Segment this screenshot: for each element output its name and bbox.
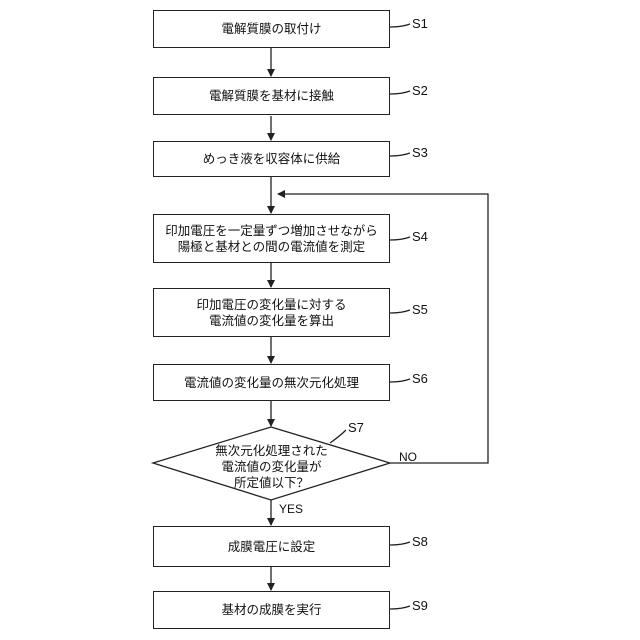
step-text-s8: 成膜電圧に設定 <box>228 539 316 555</box>
decision-text-s7: 無次元化処理された 電流値の変化量が 所定値以下？ <box>180 443 363 491</box>
leader-s2 <box>390 91 410 94</box>
step-label-s4: S4 <box>412 229 428 244</box>
step-text-s2: 電解質膜を基材に接触 <box>209 88 334 104</box>
step-box-s4: 印加電圧を一定量ずつ増加させながら 陽極と基材との間の電流値を測定 <box>153 214 390 263</box>
step-label-s5: S5 <box>412 302 428 317</box>
step-label-s8: S8 <box>412 534 428 549</box>
leader-s7 <box>330 430 346 443</box>
step-box-s6: 電流値の変化量の無次元化処理 <box>153 364 390 401</box>
step-text-s9: 基材の成膜を実行 <box>221 602 321 618</box>
leader-s4 <box>390 237 410 240</box>
step-label-s2: S2 <box>412 83 428 98</box>
step-box-s1: 電解質膜の取付け <box>153 10 390 48</box>
leader-s5 <box>390 310 410 313</box>
step-text-s5: 印加電圧の変化量に対する 電流値の変化量を算出 <box>196 297 346 329</box>
no-label: NO <box>399 450 417 464</box>
step-box-s9: 基材の成膜を実行 <box>153 591 390 629</box>
leader-s8 <box>390 542 410 545</box>
step-label-s7: S7 <box>348 420 364 435</box>
step-box-s5: 印加電圧の変化量に対する 電流値の変化量を算出 <box>153 288 390 337</box>
step-label-s6: S6 <box>412 371 428 386</box>
step-text-s4: 印加電圧を一定量ずつ増加させながら 陽極と基材との間の電流値を測定 <box>165 223 378 255</box>
step-text-s3: めっき液を収容体に供給 <box>203 151 341 167</box>
step-text-s1: 電解質膜の取付け <box>221 21 321 37</box>
step-box-s8: 成膜電圧に設定 <box>153 526 390 567</box>
yes-label: YES <box>279 502 303 516</box>
leader-s9 <box>390 606 410 609</box>
leader-s6 <box>390 379 410 382</box>
step-text-s6: 電流値の変化量の無次元化処理 <box>184 375 359 391</box>
leader-s3 <box>390 153 410 156</box>
step-label-s1: S1 <box>412 16 428 31</box>
step-label-s3: S3 <box>412 145 428 160</box>
step-label-s9: S9 <box>412 598 428 613</box>
leader-s1 <box>390 24 410 27</box>
step-box-s3: めっき液を収容体に供給 <box>153 141 390 177</box>
step-box-s2: 電解質膜を基材に接触 <box>153 77 390 115</box>
